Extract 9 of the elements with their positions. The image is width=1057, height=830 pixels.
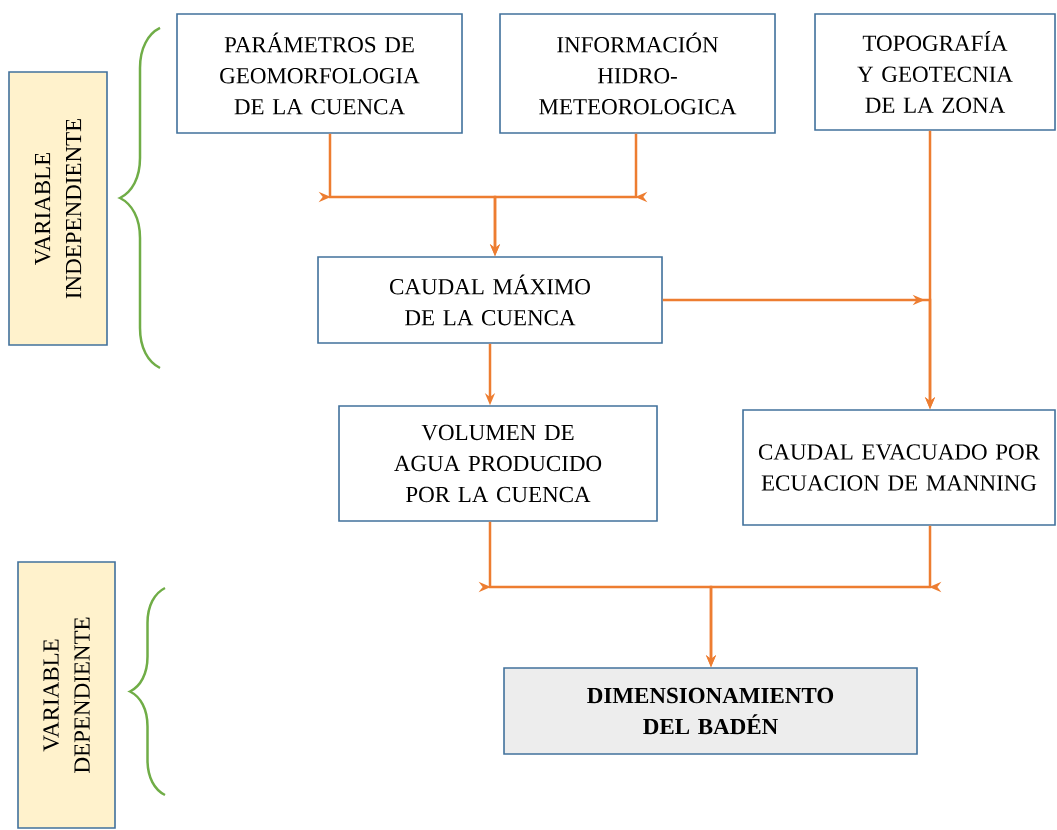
process-box: VOLUMEN DE AGUA PRODUCIDO POR LA CUENCA	[338, 405, 658, 522]
process-box: TOPOGRAFÍA Y GEOTECNIA DE LA ZONA	[814, 13, 1056, 131]
variable-label: VARIABLE INDEPENDIENTE	[8, 71, 108, 346]
process-box: PARÁMETROS DE GEOMORFOLOGIA DE LA CUENCA	[176, 13, 463, 134]
process-box: CAUDAL MÁXIMO DE LA CUENCA	[317, 256, 663, 344]
process-box: INFORMACIÓN HIDRO- METEOROLOGICA	[499, 13, 776, 134]
variable-label: VARIABLE DEPENDIENTE	[17, 561, 116, 829]
result-box: DIMENSIONAMIENTO DEL BADÉN	[503, 667, 918, 755]
process-box: CAUDAL EVACUADO POR ECUACION DE MANNING	[742, 409, 1056, 526]
